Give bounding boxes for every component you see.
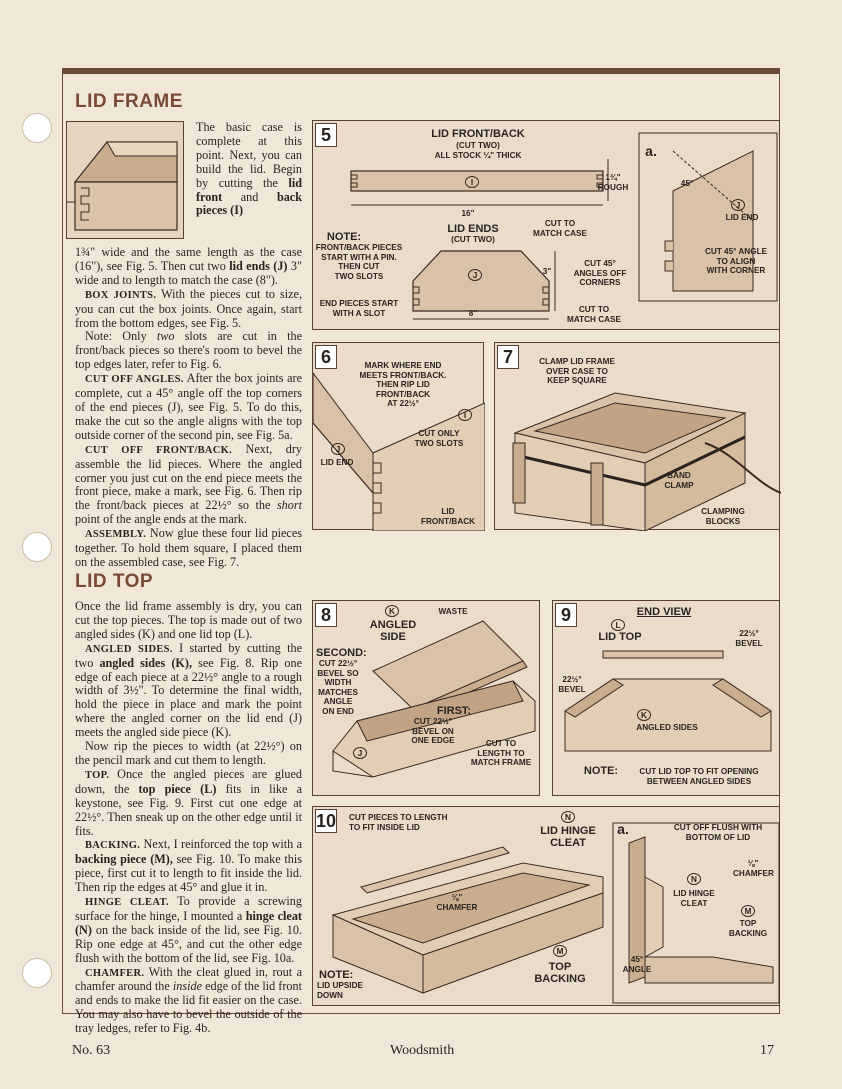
figure-number: 9 — [555, 603, 577, 627]
fig8-part-j: J — [353, 747, 367, 759]
fig5-part-i: I — [465, 176, 479, 188]
fig5-lid-ends: LID ENDS — [447, 223, 499, 235]
fig10a-part-m: M — [741, 905, 755, 917]
figure-number: 7 — [497, 345, 519, 369]
figure-number: 5 — [315, 123, 337, 147]
fig5-part-j: J — [468, 269, 482, 281]
binder-hole-top — [22, 113, 52, 143]
magazine-name: Woodsmith — [390, 1043, 455, 1058]
fig10a-label: a. — [617, 821, 629, 837]
fig6-part-j: J — [331, 443, 345, 455]
fig9-bevel-right: 22½° BEVEL — [735, 629, 763, 648]
fig10-cut-pieces: CUT PIECES TO LENGTH TO FIT INSIDE LID — [349, 813, 448, 832]
fig9-note: NOTE: — [583, 765, 619, 777]
fig5a-label: a. — [645, 143, 657, 159]
fig10a-hinge: LID HINGE CLEAT — [673, 889, 715, 908]
figure-number: 8 — [315, 603, 337, 627]
fig10-note: NOTE: — [319, 969, 354, 981]
figure-number: 6 — [315, 345, 337, 369]
fig9-bevel-left: 22½° BEVEL — [558, 675, 586, 694]
fig5-match-case-1: CUT TO MATCH CASE — [533, 219, 587, 238]
fig5a-lid-end: LID END — [725, 213, 759, 222]
lid-top-heading: LID TOP — [75, 571, 154, 592]
fig5-cut-angles: CUT 45° ANGLES OFF CORNERS — [573, 259, 627, 287]
fig10-note-text: LID UPSIDE DOWN — [317, 981, 363, 1000]
fig8-part-k: K — [385, 605, 399, 617]
fig5-length-16: 16" — [461, 209, 475, 218]
fig7-clamping-blocks: CLAMPING BLOCKS — [701, 507, 745, 526]
fig8-angled-side: ANGLED SIDE — [369, 619, 417, 643]
figure-7-drawing — [512, 392, 781, 531]
fig8-second-text: CUT 22½° BEVEL SO WIDTH MATCHES ANGLE ON… — [317, 659, 359, 716]
fig5-ends-sub: (CUT TWO) — [451, 235, 495, 244]
fig9-angled-sides: ANGLED SIDES — [636, 723, 698, 732]
fig10-part-n: N — [561, 811, 575, 823]
fig5-match-case-2: CUT TO MATCH CASE — [567, 305, 621, 324]
figure-5-drawing — [350, 132, 778, 320]
binder-hole-middle — [22, 532, 52, 562]
fig5-note-text: FRONT/BACK PIECES START WITH A PIN. THEN… — [315, 243, 403, 281]
fig10-chamfer: ⅛" CHAMFER — [436, 893, 478, 912]
fig9-end-view: END VIEW — [636, 606, 692, 618]
figure-7: 7 CLAMP LID FRAME OVER CASE TO KEEP SQUA… — [494, 342, 781, 531]
fig6-part-i: I — [458, 409, 472, 421]
lid-frame-intro: The basic case is complete at this point… — [196, 120, 302, 218]
issue-number: No. 63 — [72, 1043, 111, 1058]
fig7-clamp: CLAMP LID FRAME OVER CASE TO KEEP SQUARE — [539, 357, 615, 385]
fig5-rough: 1¾" ROUGH — [597, 173, 629, 192]
lid-top-body: Once the lid frame assembly is dry, you … — [75, 599, 303, 1036]
figure-10: 10 CUT PIECES TO LENGTH TO FIT INSIDE LI… — [312, 806, 780, 1006]
fig6-lid-frontback: LID FRONT/BACK — [420, 507, 476, 526]
fig8-second: SECOND: — [316, 647, 367, 659]
fig8-waste: WASTE — [438, 607, 468, 616]
fig5-end-start: END PIECES START WITH A SLOT — [319, 299, 399, 318]
top-rule — [62, 68, 780, 74]
figure-6-drawing — [313, 372, 485, 531]
figure-number: 10 — [315, 809, 337, 833]
lid-thumbnail-illustration — [66, 121, 184, 239]
fig6-lid-end: LID END — [320, 458, 354, 467]
figure-9-drawing — [564, 650, 772, 752]
figure-8: 8 K ANGLED SIDE WASTE SECOND: CUT 22½° B… — [312, 600, 540, 796]
fig5a-angle: 45° — [680, 179, 694, 188]
fig9-lid-top: LID TOP — [598, 631, 642, 643]
fig5a-part-j: J — [731, 199, 745, 211]
fig7-band-clamp: BAND CLAMP — [664, 471, 694, 490]
fig10a-top: TOP BACKING — [728, 919, 768, 938]
fig10-top-backing: TOP BACKING — [534, 961, 586, 985]
figure-9: 9 END VIEW L LID TOP 22½° BEVEL 22½° BEV… — [552, 600, 780, 796]
fig5-subtitle: (CUT TWO) ALL STOCK ¼" THICK — [434, 141, 522, 160]
fig6-cut-only: CUT ONLY TWO SLOTS — [414, 429, 464, 448]
fig10a-part-n: N — [687, 873, 701, 885]
fig10-hinge-cleat: LID HINGE CLEAT — [540, 825, 596, 849]
figure-5: 5 LID FRONT/BACK (CUT TWO) ALL STOCK ¼" … — [312, 120, 780, 330]
binder-hole-bottom — [22, 958, 52, 988]
fig10a-angle: 45° ANGLE — [622, 955, 652, 974]
fig6-mark: MARK WHERE END MEETS FRONT/BACK. THEN RI… — [359, 361, 447, 408]
page-number: 17 — [760, 1043, 774, 1058]
fig5-title: LID FRONT/BACK — [431, 128, 525, 140]
fig5a-cut-angle: CUT 45° ANGLE TO ALIGN WITH CORNER — [704, 247, 768, 275]
lid-frame-body: 1¾" wide and the same length as the case… — [75, 245, 302, 569]
fig9-note-text: CUT LID TOP TO FIT OPENING BETWEEN ANGLE… — [639, 767, 759, 786]
fig5-length-8: 8" — [468, 309, 478, 318]
fig10a-flush: CUT OFF FLUSH WITH BOTTOM OF LID — [673, 823, 763, 842]
figure-8-drawing — [332, 620, 536, 778]
fig8-first-text: CUT 22½° BEVEL ON ONE EDGE — [411, 717, 455, 745]
figure-6: 6 MARK WHERE END MEETS FRONT/BACK. THEN … — [312, 342, 485, 531]
fig8-cut-length: CUT TO LENGTH TO MATCH FRAME — [470, 739, 532, 767]
fig9-part-k: K — [637, 709, 651, 721]
fig8-first: FIRST: — [436, 705, 472, 717]
fig5-width-3: 3" — [542, 267, 552, 276]
lid-frame-heading: LID FRAME — [75, 91, 183, 112]
fig5-note: NOTE: — [326, 231, 362, 243]
fig10-part-m: M — [553, 945, 567, 957]
fig9-part-l: L — [611, 619, 625, 631]
fig10a-chamfer: ⅛" CHAMFER — [733, 859, 774, 878]
